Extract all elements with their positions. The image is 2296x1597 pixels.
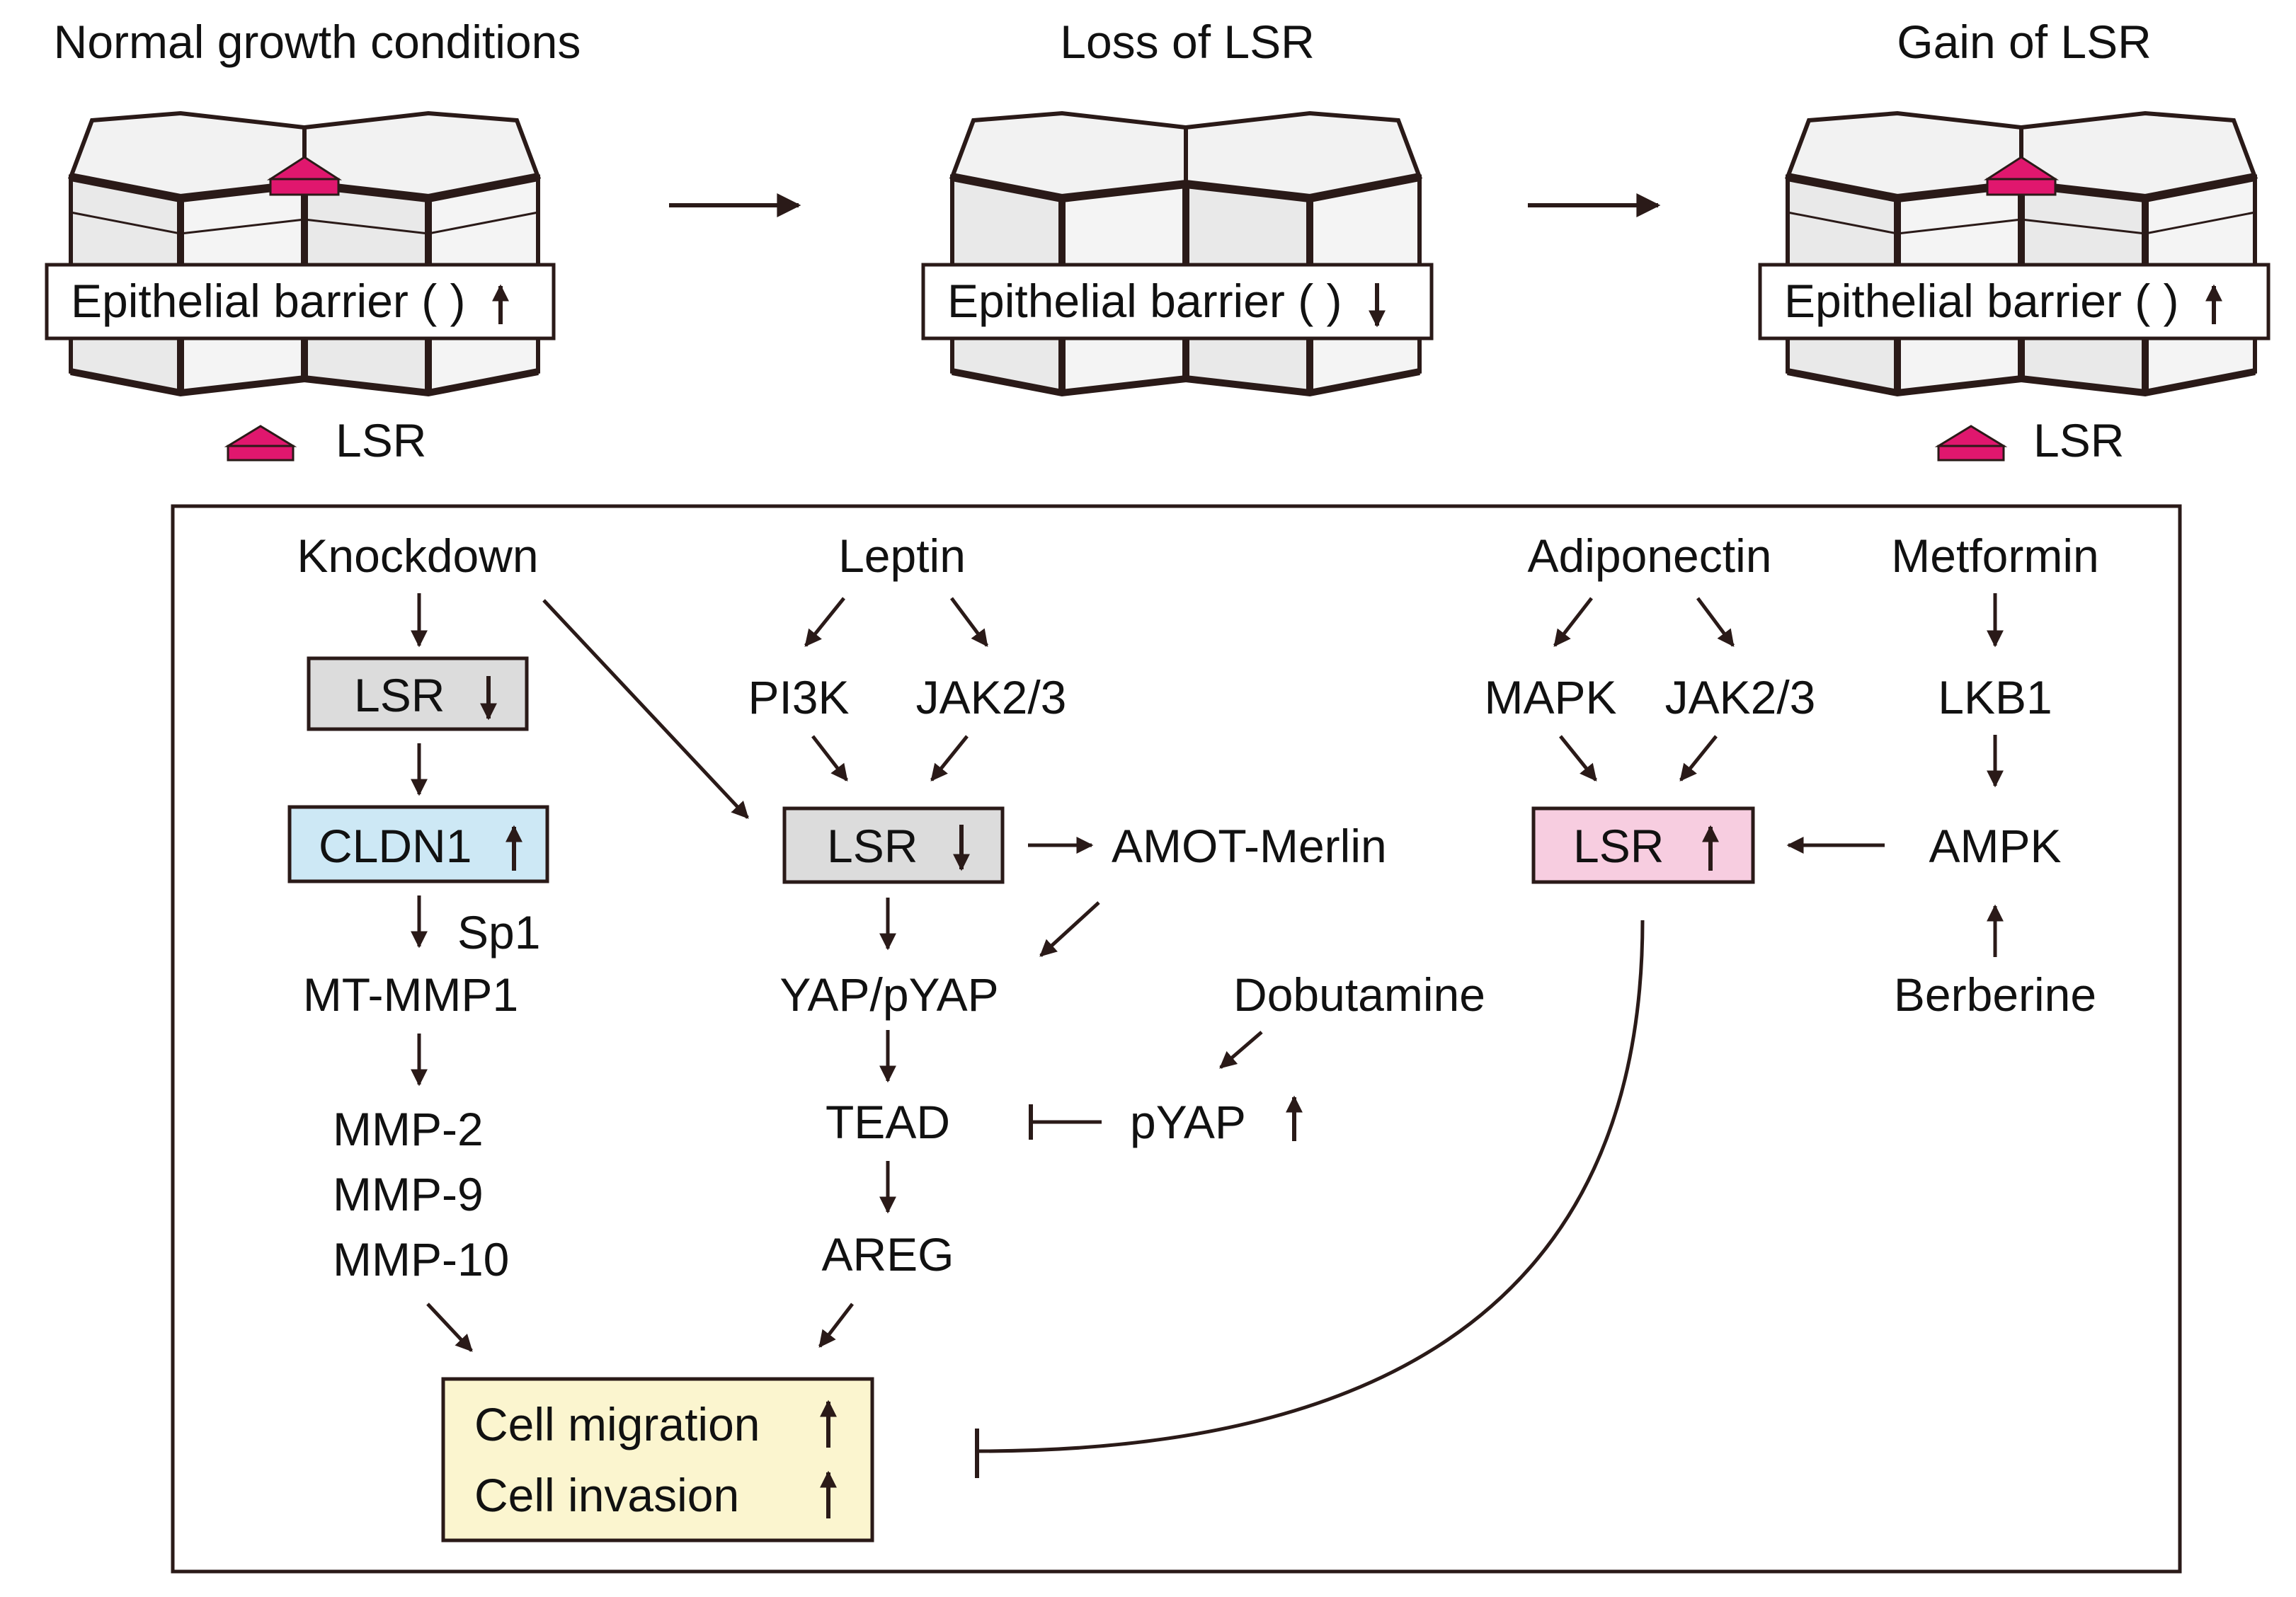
cldn1-box: CLDN1 — [287, 805, 549, 883]
lkb1-label: LKB1 — [1938, 671, 2052, 723]
panel-normal-title: Normal growth conditions — [54, 16, 581, 68]
mmp9-label: MMP-9 — [333, 1168, 484, 1220]
svg-text:Epithelial barrier ( ): Epithelial barrier ( ) — [1784, 275, 2179, 327]
berberine-label: Berberine — [1894, 968, 2096, 1021]
yap-label: YAP/pYAP — [779, 968, 998, 1021]
knockdown-label: Knockdown — [297, 530, 538, 582]
outcome-box: Cell migration Cell invasion — [441, 1377, 874, 1542]
svg-text:LSR: LSR — [354, 669, 445, 721]
epithelium-gain — [1788, 113, 2255, 393]
panel-loss-title: Loss of LSR — [1060, 16, 1315, 68]
lsr-legend-gain: LSR — [1934, 414, 2124, 466]
lsr-box-gain: LSR — [1531, 806, 1755, 884]
barrier-box-normal: Epithelial barrier ( ) — [45, 263, 556, 340]
inhibition-lsr-outcome — [975, 920, 1645, 1478]
svg-text:LSR: LSR — [336, 414, 426, 466]
svg-text:CLDN1: CLDN1 — [319, 820, 472, 872]
metformin-label: Metformin — [1891, 530, 2098, 582]
amot-merlin-label: AMOT-Merlin — [1112, 820, 1387, 872]
pathway-frame — [171, 504, 2182, 1574]
svg-text:Epithelial barrier ( ): Epithelial barrier ( ) — [947, 275, 1342, 327]
barrier-box-loss: Epithelial barrier ( ) — [921, 263, 1434, 340]
lsr-box-knockdown: LSR — [307, 656, 529, 731]
leptin-label: Leptin — [838, 530, 966, 582]
mmp10-label: MMP-10 — [333, 1233, 509, 1286]
epithelium-loss — [952, 113, 1420, 393]
jak23-label-leptin: JAK2/3 — [916, 671, 1067, 723]
pyap-label: pYAP — [1130, 1096, 1246, 1148]
lsr-legend-normal: LSR — [224, 414, 426, 466]
lsr-marker-icon — [1983, 156, 2060, 196]
lsr-marker-icon — [266, 156, 343, 196]
mmp2-label: MMP-2 — [333, 1103, 484, 1155]
inhibition-pyap-tead — [1029, 1104, 1102, 1140]
lsr-marker-icon — [1934, 425, 2008, 462]
barrier-box-gain: Epithelial barrier ( ) — [1758, 263, 2271, 340]
lsr-box-leptin: LSR — [782, 806, 1005, 884]
mapk-label: MAPK — [1484, 671, 1616, 723]
jak23-label-adiponectin: JAK2/3 — [1665, 671, 1816, 723]
panel-gain-title: Gain of LSR — [1897, 16, 2152, 68]
pi3k-label: PI3K — [748, 671, 849, 723]
svg-text:Epithelial barrier ( ): Epithelial barrier ( ) — [71, 275, 466, 327]
areg-label: AREG — [821, 1228, 954, 1281]
cell-invasion-label: Cell invasion — [474, 1469, 739, 1521]
epithelium-normal — [71, 113, 538, 393]
cell-migration-label: Cell migration — [474, 1398, 760, 1450]
svg-text:LSR: LSR — [827, 820, 918, 872]
ampk-label: AMPK — [1929, 820, 2061, 872]
svg-text:LSR: LSR — [1573, 820, 1664, 872]
adiponectin-label: Adiponectin — [1528, 530, 1772, 582]
mt-mmp1-label: MT-MMP1 — [303, 968, 518, 1021]
dobutamine-label: Dobutamine — [1233, 968, 1485, 1021]
svg-text:LSR: LSR — [2033, 414, 2124, 466]
sp1-label: Sp1 — [457, 906, 540, 958]
lsr-marker-icon — [224, 425, 297, 462]
tead-label: TEAD — [826, 1096, 950, 1148]
